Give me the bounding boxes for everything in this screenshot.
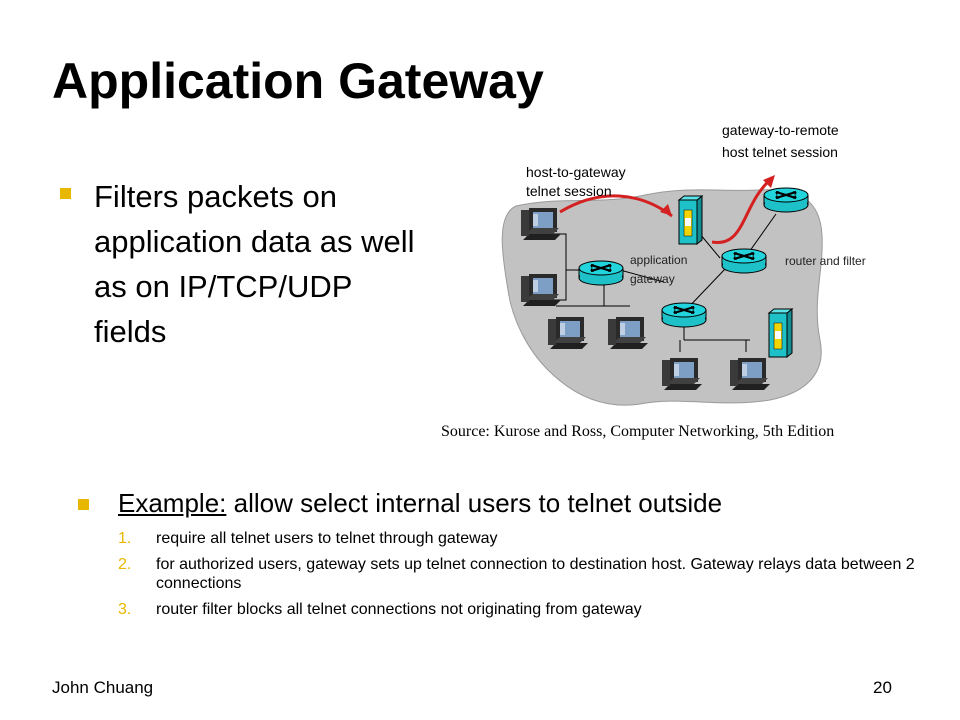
application-gateway-icon [678, 195, 703, 245]
bullet-filters: Filters packets on application data as w… [60, 174, 420, 354]
host-pc-icon [730, 358, 770, 390]
internal-router-icon [660, 301, 708, 329]
telnet-arrow-host-to-gateway [559, 194, 673, 218]
list-item: 2. for authorized users, gateway sets up … [118, 555, 938, 593]
host-pc-icon [662, 358, 702, 390]
label-gateway-to-remote-1: gateway-to-remote [722, 122, 839, 138]
step-text: for authorized users, gateway sets up te… [156, 556, 915, 592]
label-application-gateway-2: gateway [630, 272, 675, 286]
step-number: 2. [118, 556, 132, 573]
host-pc-icon [521, 208, 561, 240]
filter-router-icon [720, 247, 768, 275]
host-pc-icon [608, 317, 648, 349]
label-gateway-to-remote-2: host telnet session [722, 144, 838, 160]
bullet-square-icon [60, 188, 71, 199]
label-host-to-gateway-2: telnet session [526, 183, 612, 199]
host-pc-icon [548, 317, 588, 349]
example-heading: Example: allow select internal users to … [78, 488, 938, 519]
bullet-square-icon [78, 499, 89, 510]
list-item: 1. require all telnet users to telnet thr… [118, 529, 938, 548]
server-icon [768, 308, 793, 358]
internal-network-cloud [501, 189, 823, 406]
internal-router-icon [577, 259, 625, 287]
label-host-to-gateway-1: host-to-gateway [526, 164, 626, 180]
footer-page-number: 20 [873, 678, 892, 697]
example-steps: 1. require all telnet users to telnet thr… [118, 529, 938, 619]
step-number: 1. [118, 530, 132, 547]
example-text: allow select internal users to telnet ou… [226, 488, 723, 518]
step-number: 3. [118, 601, 132, 618]
source-citation: Source: Kurose and Ross, Computer Networ… [441, 423, 835, 440]
bullet-text: Filters packets on application data as w… [94, 179, 415, 349]
host-pc-icon [521, 274, 561, 306]
step-text: require all telnet users to telnet throu… [156, 530, 498, 547]
example-prefix: Example: [118, 488, 227, 518]
step-text: router filter blocks all telnet connecti… [156, 601, 642, 618]
slide-title: Application Gateway [52, 53, 544, 109]
example-section: Example: allow select internal users to … [78, 488, 938, 626]
telnet-arrow-gateway-to-remote [711, 178, 772, 244]
label-application-gateway-1: application [630, 253, 687, 267]
remote-router-icon [762, 186, 810, 214]
label-router-and-filter: router and filter [785, 254, 866, 268]
list-item: 3. router filter blocks all telnet connec… [118, 600, 938, 619]
footer-author: John Chuang [52, 678, 154, 697]
